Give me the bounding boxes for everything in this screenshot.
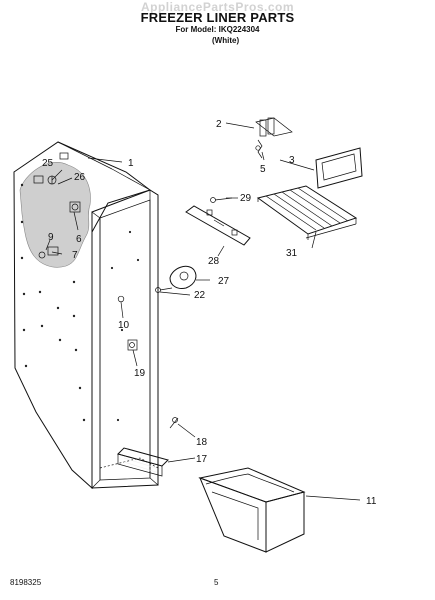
callout-29: 29 [240,193,252,204]
callout-18: 18 [196,437,208,448]
callout-7: 7 [72,250,78,261]
callout-19: 19 [134,368,146,379]
freezer-liner-part [13,141,152,490]
document-code: 8198325 [10,578,42,587]
callout-17: 17 [196,454,208,465]
callout-6: 6 [76,234,82,245]
callout-labels: 1 2 3 5 6 7 9 10 11 17 18 19 22 25 26 27… [42,119,377,507]
callout-22: 22 [194,290,206,301]
callout-26: 26 [74,172,86,183]
wire-shelf-part [256,185,358,240]
watermark: AppliancePartsPros.com [140,0,295,14]
callout-25: 25 [42,158,54,169]
vent-grille-part [117,447,169,477]
callout-9: 9 [48,232,54,243]
shelf-frame-part [315,147,363,189]
switch-part [38,246,59,259]
callout-31: 31 [286,248,298,259]
diagram-title: FREEZER LINER PARTS [140,10,295,25]
model-line: For Model: IKQ224304 [175,25,260,34]
lamp-housing-part [69,201,81,213]
callout-28: 28 [208,256,220,267]
color-variant: (White) [212,36,240,45]
callout-11: 11 [366,496,377,507]
callout-1: 1 [128,158,134,169]
screw-18-part [169,417,179,429]
page-number: 5 [214,578,219,587]
hinge-cam-part [155,265,197,293]
callout-3: 3 [289,155,295,166]
shelf-bracket-part [255,117,293,159]
leader-lines [45,122,361,501]
callout-10: 10 [118,320,130,331]
clip-part [117,295,138,351]
callout-27: 27 [218,276,230,287]
callout-5: 5 [260,164,266,175]
callout-2: 2 [216,119,222,130]
shelf-support-part [185,205,251,246]
inner-liner-panel [91,189,159,489]
freezer-bin-part [198,467,306,553]
